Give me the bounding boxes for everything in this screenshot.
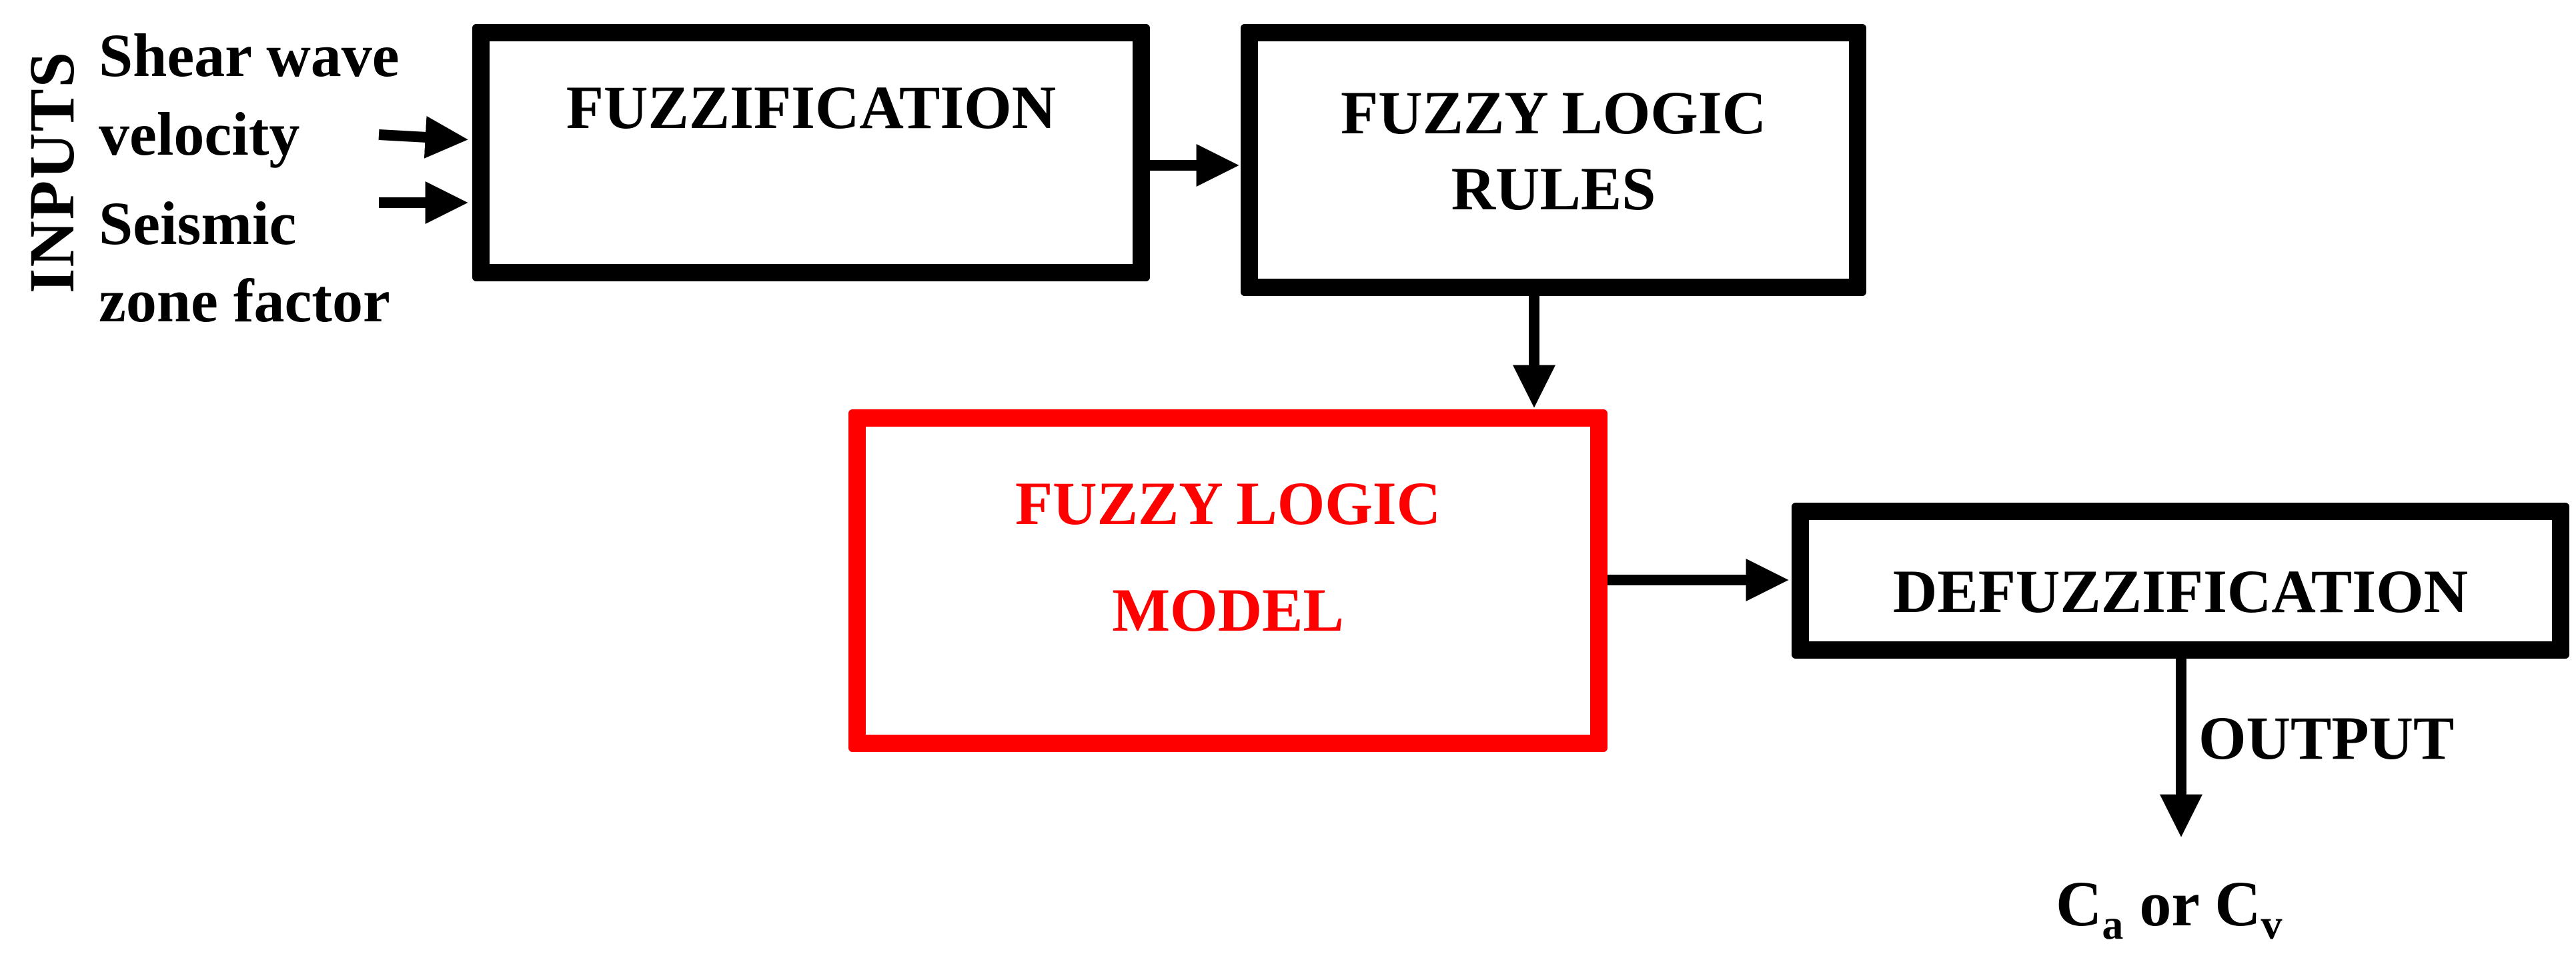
fuzzification-box: FUZZIFICATION <box>472 24 1150 281</box>
input-seismic-line2: zone factor <box>99 267 390 335</box>
result-sub-v: v <box>2261 901 2283 949</box>
input-shear-wave-line1: Shear wave <box>99 21 400 89</box>
arrow-input1-to-fuzzification <box>378 115 468 159</box>
result-c-v: C <box>2214 868 2261 939</box>
input-shear-wave-line2: velocity <box>99 100 300 168</box>
output-result: Ca or Cv <box>2056 867 2283 949</box>
rules-label-line2: RULES <box>1451 155 1656 223</box>
fuzzy-logic-model-box: FUZZY LOGIC MODEL <box>848 409 1607 752</box>
fuzzification-label: FUZZIFICATION <box>566 73 1057 141</box>
rules-label-line1: FUZZY LOGIC <box>1340 79 1767 147</box>
result-sub-a: a <box>2102 901 2124 949</box>
input-seismic-line1: Seismic <box>99 189 297 257</box>
defuzzification-box: DEFUZZIFICATION <box>1792 503 2569 659</box>
defuzzification-label: DEFUZZIFICATION <box>1892 557 2469 625</box>
result-or: or <box>2123 868 2215 939</box>
result-c-a: C <box>2056 868 2102 939</box>
model-label-line1: FUZZY LOGIC <box>1015 469 1441 537</box>
model-label-line2: MODEL <box>1112 576 1344 644</box>
fuzzy-logic-rules-box: FUZZY LOGIC RULES <box>1241 24 1866 296</box>
output-label: OUTPUT <box>2198 704 2455 772</box>
